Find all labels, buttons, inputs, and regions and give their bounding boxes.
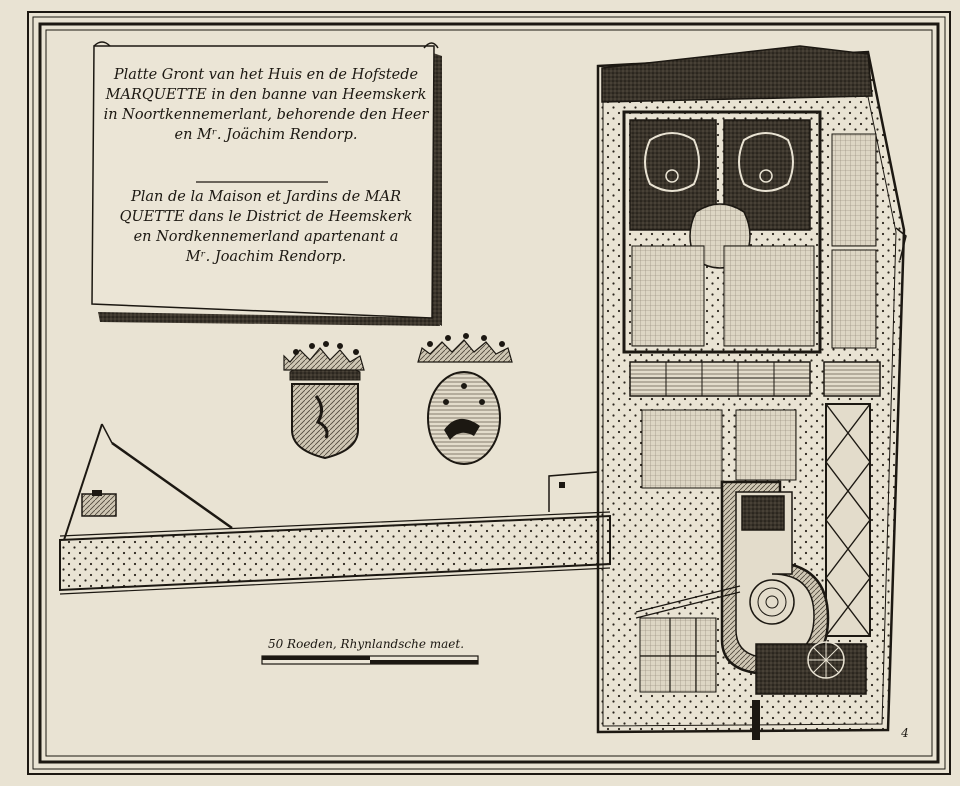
estate-grounds <box>596 45 907 740</box>
title-french-line-3: en Nordkennemerland apartenant a <box>133 229 399 245</box>
triangular-plot <box>63 423 233 541</box>
plate-border <box>27 11 951 775</box>
title-dutch-line-2: MARQUETTE in den banne van Heemskerk <box>105 87 427 103</box>
coat-of-arms-shield-icon <box>283 341 365 460</box>
small-plot <box>548 471 599 512</box>
title-dutch-line-1: Platte Gront van het Huis en de Hofstede <box>113 67 419 83</box>
title-dutch-line-3: in Noortkennemerlant, behorende den Heer <box>103 107 429 123</box>
crown-icon <box>283 341 365 371</box>
title-french-line-1: Plan de la Maison et Jardins de MAR <box>130 189 402 205</box>
crown-icon <box>417 333 513 363</box>
title-cartouche: Platte Gront van het Huis en de Hofstede… <box>90 42 436 324</box>
approach-lane <box>59 511 611 595</box>
title-french-line-4: Mʳ. Joachim Rendorp. <box>185 249 347 265</box>
scale-bar <box>261 655 479 665</box>
title-french-line-2: QUETTE dans le District de Heemskerk <box>119 209 413 225</box>
scale-bar-label: 50 Roeden, Rhynlandsche maet. <box>267 637 465 651</box>
plate-number: 4 <box>901 726 909 740</box>
coat-of-arms-oval-icon <box>417 333 513 465</box>
title-cartouche-frame <box>91 41 442 326</box>
title-dutch-line-4: en Mʳ. Joächim Rendorp. <box>174 127 358 143</box>
